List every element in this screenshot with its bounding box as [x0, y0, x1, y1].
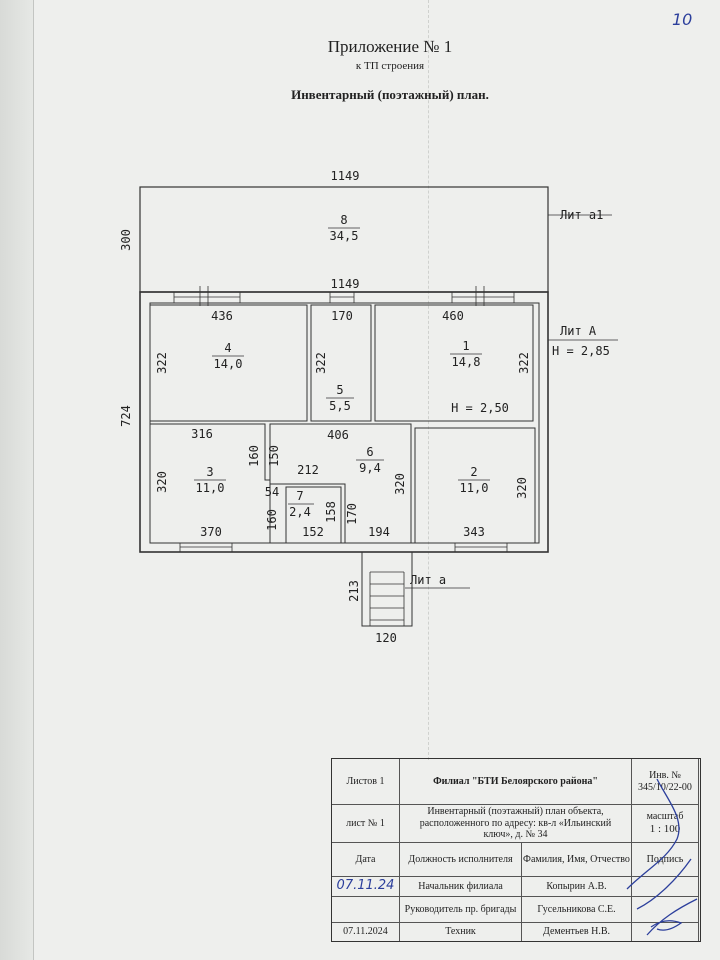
dim-room6-inner: 212	[297, 463, 319, 477]
col-position-header: Должность исполнителя	[400, 843, 522, 877]
lit-a1-label: Лит а1	[560, 208, 603, 222]
document-title: Приложение № 1	[327, 37, 453, 56]
row2-position: Руководитель пр. бригады	[400, 897, 522, 923]
plan-title: Инвентарный (поэтажный) план.	[291, 87, 489, 102]
dim-room6-lower-left: 170	[345, 503, 359, 525]
room-8-number: 8	[340, 213, 347, 227]
scale-label: масштаб	[646, 811, 684, 823]
row1-date: 07.11.24	[332, 877, 400, 897]
dim-house-height: 724	[119, 405, 133, 427]
room-5-number: 5	[336, 383, 343, 397]
dim-stair-width: 120	[375, 631, 397, 645]
floor-plan: 1149 1149 300 724 436 170 460 322 322 32…	[119, 169, 618, 645]
page-edge	[0, 0, 34, 960]
inventory-label: Инв. №	[649, 770, 681, 781]
room-8-area: 34,5	[330, 229, 359, 243]
room-7-outline	[285, 486, 342, 544]
dim-room5-width: 170	[331, 309, 353, 323]
dim-room1-width: 460	[442, 309, 464, 323]
dim-room6-left: 150	[267, 445, 281, 467]
row3-position: Техник	[400, 923, 522, 941]
dim-room4-width: 436	[211, 309, 233, 323]
dim-room6-bottom: 194	[368, 525, 390, 539]
signature-mark	[626, 778, 698, 936]
dim-mid-total: 1149	[331, 277, 360, 291]
inner-ceiling-height: Н = 2,50	[451, 401, 509, 415]
room-1-area: 14,8	[452, 355, 481, 369]
room-3-number: 3	[206, 465, 213, 479]
dim-stair-height: 213	[347, 580, 361, 602]
document-page	[14, 0, 720, 960]
room-2-area: 11,0	[460, 481, 489, 495]
room-1-outline	[374, 304, 534, 422]
window	[451, 291, 515, 304]
row1-name: Копырин А.В.	[522, 877, 632, 897]
inventory-number: Инв. № 345/10/22-00	[632, 759, 699, 805]
col-name-header: Фамилия, Имя, Отчество	[522, 843, 632, 877]
room-3-area: 11,0	[196, 481, 225, 495]
room-6-number: 6	[366, 445, 373, 459]
room-1-number: 1	[462, 339, 469, 353]
room-4-number: 4	[224, 341, 231, 355]
lit-a-label: Лит а	[410, 573, 446, 587]
dim-porch-height: 300	[119, 229, 133, 251]
dim-room3-height: 320	[155, 471, 169, 493]
lit-A-height: Н = 2,85	[552, 344, 610, 358]
scale: масштаб 1 : 100	[632, 805, 699, 843]
row1-position: Начальник филиала	[400, 877, 522, 897]
room-7-area: 2,4	[289, 505, 311, 519]
dim-room2-height: 320	[515, 477, 529, 499]
col-date-header: Дата	[332, 843, 400, 877]
room-4-area: 14,0	[214, 357, 243, 371]
sheet-number: лист № 1	[332, 805, 400, 843]
room-5-area: 5,5	[329, 399, 351, 413]
dim-room4-height: 322	[155, 352, 169, 374]
window	[329, 291, 355, 304]
house-outer-wall	[139, 291, 549, 553]
row2-name: Гусельникова С.Е.	[522, 897, 632, 923]
dim-room7-height: 158	[324, 501, 338, 523]
room-6-area: 9,4	[359, 461, 381, 475]
room-2-number: 2	[470, 465, 477, 479]
row2-signature	[632, 897, 699, 923]
dim-room3-bottom: 370	[200, 525, 222, 539]
window	[173, 291, 241, 304]
dim-room2-width: 343	[463, 525, 485, 539]
dim-room3-width: 316	[191, 427, 213, 441]
dim-room1-height: 322	[517, 352, 531, 374]
scale-value: 1 : 100	[649, 822, 681, 835]
dim-room6-height: 320	[393, 473, 407, 495]
room-5-outline	[310, 304, 372, 422]
row1-signature	[632, 877, 699, 897]
title-block: Листов 1 Филиал "БТИ Белоярского района"…	[331, 758, 701, 942]
row3-signature	[632, 923, 699, 941]
object-description: Инвентарный (поэтажный) план объекта, ра…	[400, 805, 632, 843]
window	[179, 542, 233, 553]
room-4-outline	[149, 304, 308, 422]
row2-date	[332, 897, 400, 923]
row3-date: 07.11.2024	[332, 923, 400, 941]
dim-room5-height: 322	[314, 352, 328, 374]
window	[454, 542, 508, 553]
stair-outline	[361, 551, 413, 627]
dim-room3-right-lower: 160	[265, 509, 279, 531]
room-6-outline	[269, 423, 412, 544]
dim-room6-width: 406	[327, 428, 349, 442]
organization-name: Филиал "БТИ Белоярского района"	[400, 759, 632, 805]
handwritten-page-number: 10	[672, 10, 693, 29]
room-7-number: 7	[296, 489, 303, 503]
col-sign-header: Подпись	[632, 843, 699, 877]
inventory-value: 345/10/22-00	[638, 781, 692, 793]
dim-top-total: 1149	[331, 169, 360, 183]
dim-room3-right-upper: 160	[247, 445, 261, 467]
sheets-count: Листов 1	[332, 759, 400, 805]
document-subtitle: к ТП строения	[355, 60, 425, 72]
dim-room7-width: 152	[302, 525, 324, 539]
fold-line	[428, 0, 429, 760]
dim-corridor: 54	[265, 485, 279, 499]
row3-name: Дементьев Н.В.	[522, 923, 632, 941]
lit-A-label: Лит А	[560, 324, 597, 338]
